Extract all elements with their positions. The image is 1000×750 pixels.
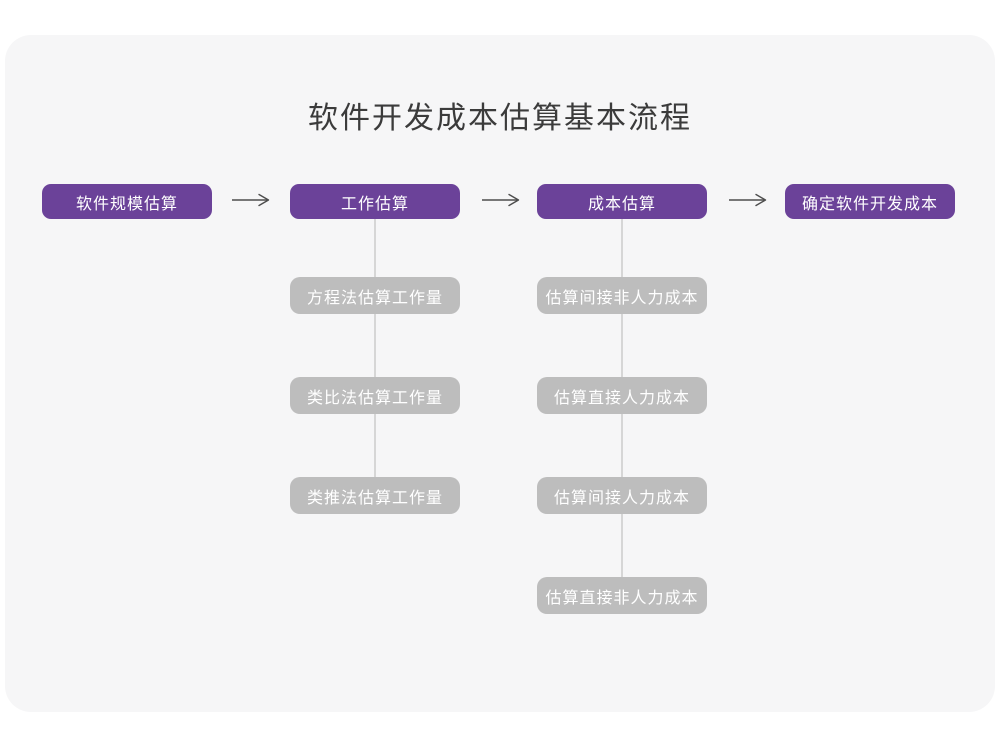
work-method-node-equation: 方程法估算工作量 — [290, 277, 460, 314]
cost-step-node-indirect-labor: 估算间接人力成本 — [537, 477, 707, 514]
cost-step-node-indirect-nonlabor: 估算间接非人力成本 — [537, 277, 707, 314]
node-label: 类推法估算工作量 — [306, 489, 443, 507]
arrow-right-icon — [729, 193, 767, 207]
work-method-node-extrapolation: 类推法估算工作量 — [290, 477, 460, 514]
diagram-card — [5, 35, 995, 712]
cost-step-node-direct-nonlabor: 估算直接非人力成本 — [537, 577, 707, 614]
arrow-right-icon — [232, 193, 270, 207]
node-label: 确定软件开发成本 — [801, 195, 938, 213]
flow-node-cost-estimation: 成本估算 — [537, 184, 707, 219]
cost-step-node-direct-labor: 估算直接人力成本 — [537, 377, 707, 414]
flow-node-work-estimation: 工作估算 — [290, 184, 460, 219]
work-column-connector-line — [374, 219, 376, 496]
node-label: 类比法估算工作量 — [306, 389, 443, 407]
arrow-right-icon — [482, 193, 520, 207]
node-label: 软件规模估算 — [75, 195, 178, 213]
flow-node-software-scale-estimation: 软件规模估算 — [42, 184, 212, 219]
work-method-node-analogy: 类比法估算工作量 — [290, 377, 460, 414]
node-label: 工作估算 — [340, 195, 409, 213]
diagram-title: 软件开发成本估算基本流程 — [308, 102, 692, 135]
flow-node-determine-development-cost: 确定软件开发成本 — [785, 184, 955, 219]
node-label: 估算直接人力成本 — [553, 389, 690, 407]
node-label: 方程法估算工作量 — [306, 289, 443, 307]
node-label: 估算直接非人力成本 — [545, 589, 699, 607]
node-label: 成本估算 — [587, 195, 656, 213]
node-label: 估算间接非人力成本 — [545, 289, 699, 307]
node-label: 估算间接人力成本 — [553, 489, 690, 507]
